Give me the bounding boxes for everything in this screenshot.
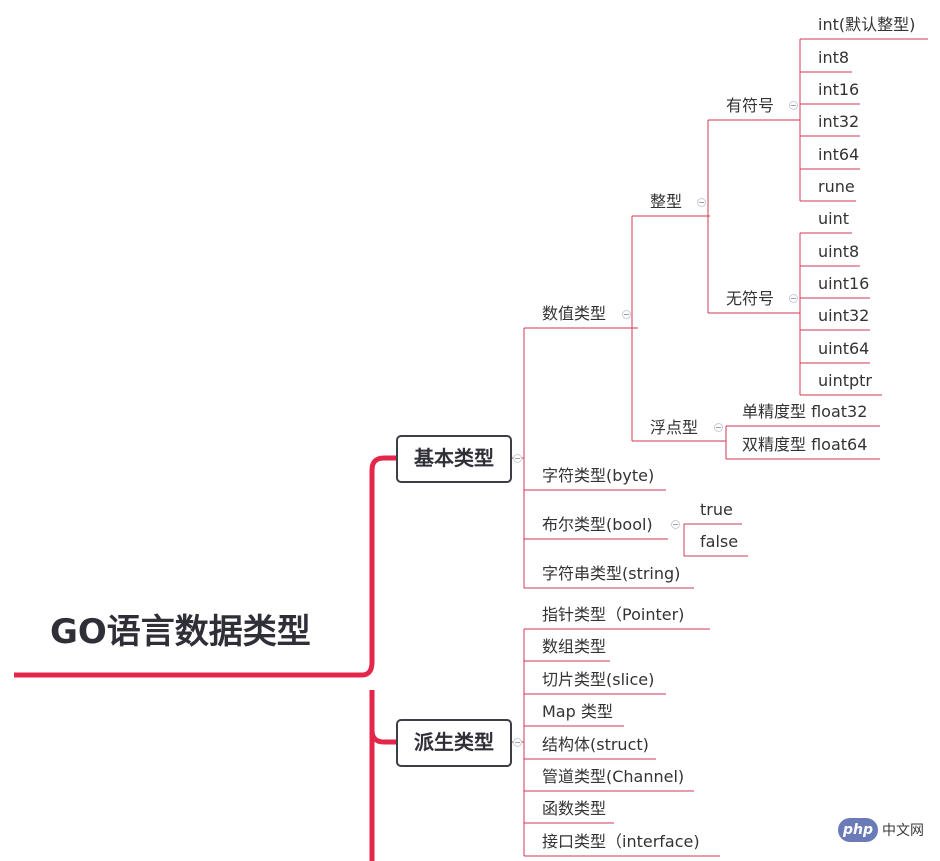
leaf-signed[interactable]: int16 [818, 80, 860, 99]
leaf-derived[interactable]: 函数类型 [542, 799, 607, 818]
collapse-signed-icon[interactable] [789, 101, 798, 110]
leaf-signed[interactable]: rune [818, 177, 855, 196]
leaf-bool[interactable]: true [700, 500, 733, 519]
main-trunk [361, 455, 396, 678]
leaf-signed[interactable]: int64 [818, 145, 860, 164]
leaf-derived[interactable]: Map 类型 [542, 702, 613, 721]
leaf-signed[interactable]: int(默认整型) [818, 15, 916, 34]
leaf-derived[interactable]: 切片类型(slice) [542, 670, 655, 689]
node-string[interactable]: 字符串类型(string) [542, 564, 681, 583]
node-basic-types[interactable]: 基本类型 [396, 435, 512, 483]
php-logo-icon: php [838, 818, 878, 842]
leaf-unsigned[interactable]: uint8 [818, 242, 860, 261]
leaf-unsigned[interactable]: uint64 [818, 339, 870, 358]
main-trunk-derived [369, 729, 396, 745]
collapse-derived-icon[interactable] [513, 738, 522, 747]
leaf-float[interactable]: 单精度型 float32 [742, 402, 868, 421]
collapse-numeric-icon[interactable] [622, 310, 631, 319]
collapse-unsigned-icon[interactable] [789, 294, 798, 303]
leaf-derived[interactable]: 数组类型 [542, 637, 607, 656]
node-numeric[interactable]: 数值类型 [542, 304, 607, 323]
leaf-signed[interactable]: int32 [818, 112, 860, 131]
leaf-float[interactable]: 双精度型 float64 [742, 435, 868, 454]
node-unsigned[interactable]: 无符号 [726, 289, 775, 308]
collapse-integer-icon[interactable] [697, 198, 706, 207]
leaf-bool[interactable]: false [700, 532, 739, 551]
leaf-unsigned[interactable]: uintptr [818, 371, 873, 390]
node-bool[interactable]: 布尔类型(bool) [542, 515, 653, 534]
leaf-derived[interactable]: 接口类型（interface) [542, 832, 700, 851]
node-char[interactable]: 字符类型(byte) [542, 466, 655, 485]
watermark-text: 中文网 [882, 823, 924, 839]
root-title: GO语言数据类型 [50, 612, 311, 652]
watermark: php 中文网 [838, 818, 924, 842]
collapse-float-icon[interactable] [714, 423, 723, 432]
leaf-derived[interactable]: 结构体(struct) [542, 735, 649, 754]
node-signed[interactable]: 有符号 [726, 96, 775, 115]
node-derived-types[interactable]: 派生类型 [396, 719, 512, 767]
leaf-derived[interactable]: 指针类型（Pointer) [542, 605, 685, 624]
leaf-unsigned[interactable]: uint32 [818, 306, 870, 325]
collapse-basic-icon[interactable] [513, 454, 522, 463]
collapse-bool-icon[interactable] [671, 520, 680, 529]
leaf-unsigned[interactable]: uint16 [818, 274, 870, 293]
leaf-derived[interactable]: 管道类型(Channel) [542, 767, 685, 786]
leaf-unsigned[interactable]: uint [818, 209, 849, 228]
leaf-signed[interactable]: int8 [818, 48, 850, 67]
node-float[interactable]: 浮点型 [650, 418, 699, 437]
node-integer[interactable]: 整型 [650, 192, 683, 211]
